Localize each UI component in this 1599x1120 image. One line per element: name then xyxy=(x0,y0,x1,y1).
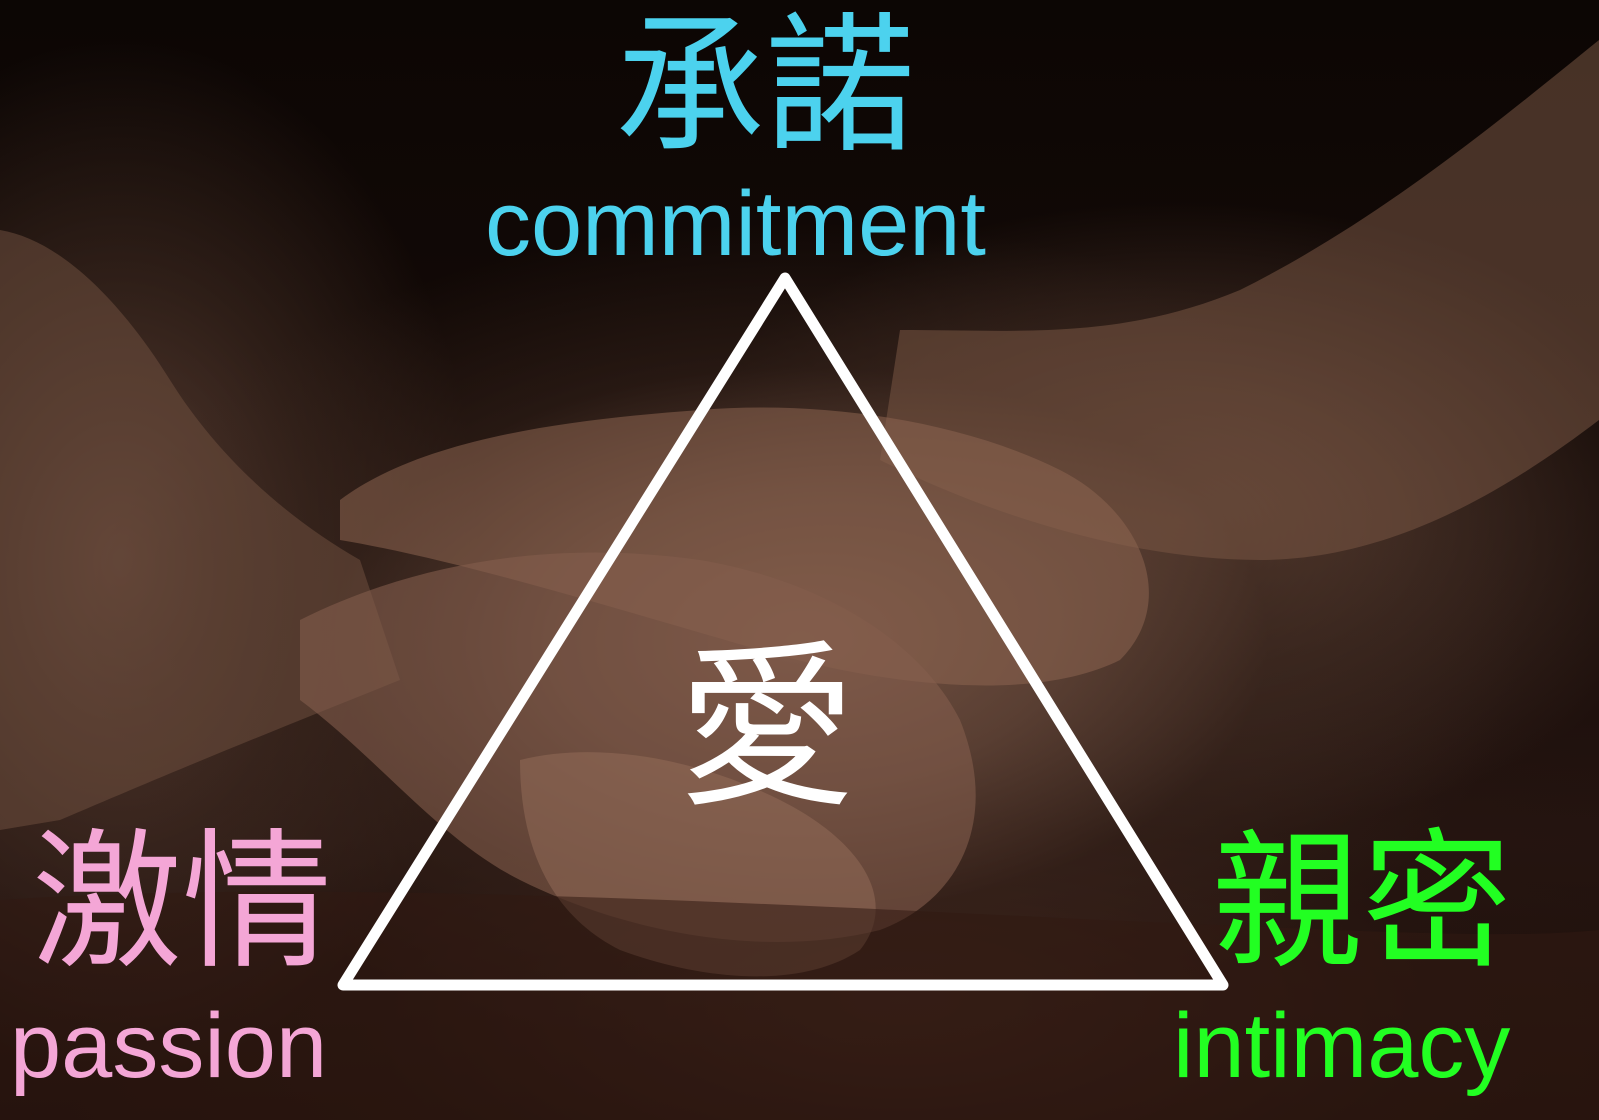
vertex-right-english: intimacy xyxy=(1173,995,1511,1097)
upper-hand-shape xyxy=(340,407,1149,686)
vertex-left-english: passion xyxy=(10,995,328,1097)
vertex-top-cjk: 承諾 xyxy=(615,0,916,174)
vertex-right-cjk: 親密 xyxy=(1212,816,1513,990)
triangle-outline xyxy=(337,272,1229,991)
vertex-top-english: commitment xyxy=(485,173,986,275)
right-arm-shape xyxy=(880,40,1599,560)
vertex-left-cjk: 激情 xyxy=(32,816,333,990)
center-label: 愛 xyxy=(678,625,856,832)
